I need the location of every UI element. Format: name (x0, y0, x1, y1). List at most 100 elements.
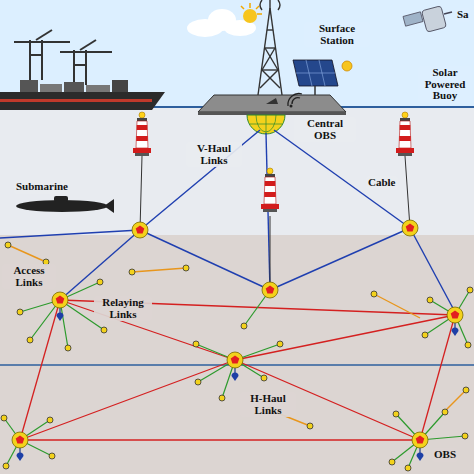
illustration-part (60, 230, 140, 300)
diagram-label: OBS (432, 448, 458, 462)
illustration-part (269, 0, 270, 8)
illustration-part (267, 29, 273, 30)
illustration-part (371, 291, 377, 297)
diagram-label: Central OBS (294, 117, 356, 142)
diagram-label: Access Links (2, 264, 56, 289)
illustration-part (1, 415, 7, 421)
illustration-part (420, 315, 455, 440)
illustration-part (270, 216, 271, 290)
illustration-part (219, 395, 225, 401)
illustration-part (412, 432, 428, 448)
illustration-part (47, 417, 53, 423)
illustration-part (57, 307, 64, 321)
illustration-part (132, 268, 186, 272)
illustration-part (16, 196, 114, 213)
illustration-part (417, 447, 424, 461)
illustration-part (421, 6, 446, 32)
illustration-part (262, 70, 280, 88)
illustration-part (293, 60, 338, 86)
illustration-part (101, 327, 107, 333)
illustration-part (54, 196, 68, 202)
illustration-part (49, 453, 55, 459)
illustration-part (36, 30, 52, 40)
illustration-part (140, 156, 142, 230)
illustration-part (265, 48, 278, 70)
illustration-part (17, 447, 24, 461)
illustration-part (442, 409, 448, 415)
illustration-part (278, 0, 280, 10)
illustration-part (65, 345, 71, 351)
illustration-part (465, 342, 471, 348)
illustration-part (40, 84, 62, 92)
diagram-label: Cable (366, 176, 398, 190)
illustration-part (0, 0, 474, 107)
illustration-part (249, 3, 251, 8)
illustration-part (20, 439, 420, 440)
illustration-part (296, 73, 335, 74)
illustration-part (80, 40, 96, 50)
illustration-part (274, 130, 410, 228)
illustration-part (20, 80, 38, 92)
illustration-part (262, 48, 275, 70)
illustration-part (17, 309, 23, 315)
illustration-part (227, 352, 243, 368)
illustration-part (74, 64, 86, 66)
illustration-part (27, 337, 33, 343)
illustration-part (0, 30, 165, 110)
illustration-part (97, 279, 103, 285)
illustration-part (20, 300, 60, 440)
illustration-part (258, 0, 282, 95)
illustration-part (447, 307, 463, 323)
illustration-part (235, 315, 455, 360)
illustration-part (296, 60, 335, 86)
illustration-part (396, 112, 414, 156)
illustration-part (0, 107, 474, 235)
illustration-part (12, 432, 28, 448)
illustration-part (243, 9, 257, 23)
illustration-part (232, 367, 239, 381)
illustration-part (8, 245, 466, 426)
illustration-part (262, 69, 278, 70)
illustration-part (467, 287, 473, 293)
illustration-part (0, 99, 152, 102)
diagram-label: Submarine (14, 180, 70, 194)
illustration-part (183, 265, 189, 271)
illustration-part (290, 105, 293, 108)
illustration-part (14, 41, 70, 43)
illustration-part (403, 6, 452, 32)
illustration-part (198, 95, 346, 112)
illustration-part (8, 245, 46, 262)
illustration-part (265, 47, 275, 48)
illustration-part (427, 297, 433, 303)
illustration-part (257, 13, 262, 15)
illustration-part (444, 390, 466, 412)
illustration-part (241, 6, 244, 9)
illustration-part (4, 282, 470, 468)
illustration-part (288, 94, 302, 106)
illustration-part (52, 292, 68, 308)
illustration-part (260, 70, 278, 88)
illustration-part (270, 228, 410, 290)
illustration-part (195, 379, 201, 385)
illustration-part (235, 360, 420, 440)
illustration-part (292, 98, 300, 104)
diagram-label: V-Haul Links (186, 142, 242, 167)
illustration-part (402, 220, 418, 236)
illustration-part (374, 294, 420, 318)
illustration-part (104, 199, 114, 213)
illustration-part (250, 124, 282, 125)
illustration-part (0, 230, 140, 238)
illustration-part (86, 85, 110, 92)
illustration-part (452, 322, 459, 336)
illustration-part (112, 80, 128, 92)
illustration-part (3, 463, 9, 469)
illustration-part (261, 375, 267, 381)
illustration-part (0, 235, 474, 474)
illustration-part (403, 12, 423, 26)
illustration-part (29, 40, 31, 80)
illustration-part (262, 282, 278, 298)
illustration-part (405, 465, 411, 471)
illustration-part (422, 332, 428, 338)
